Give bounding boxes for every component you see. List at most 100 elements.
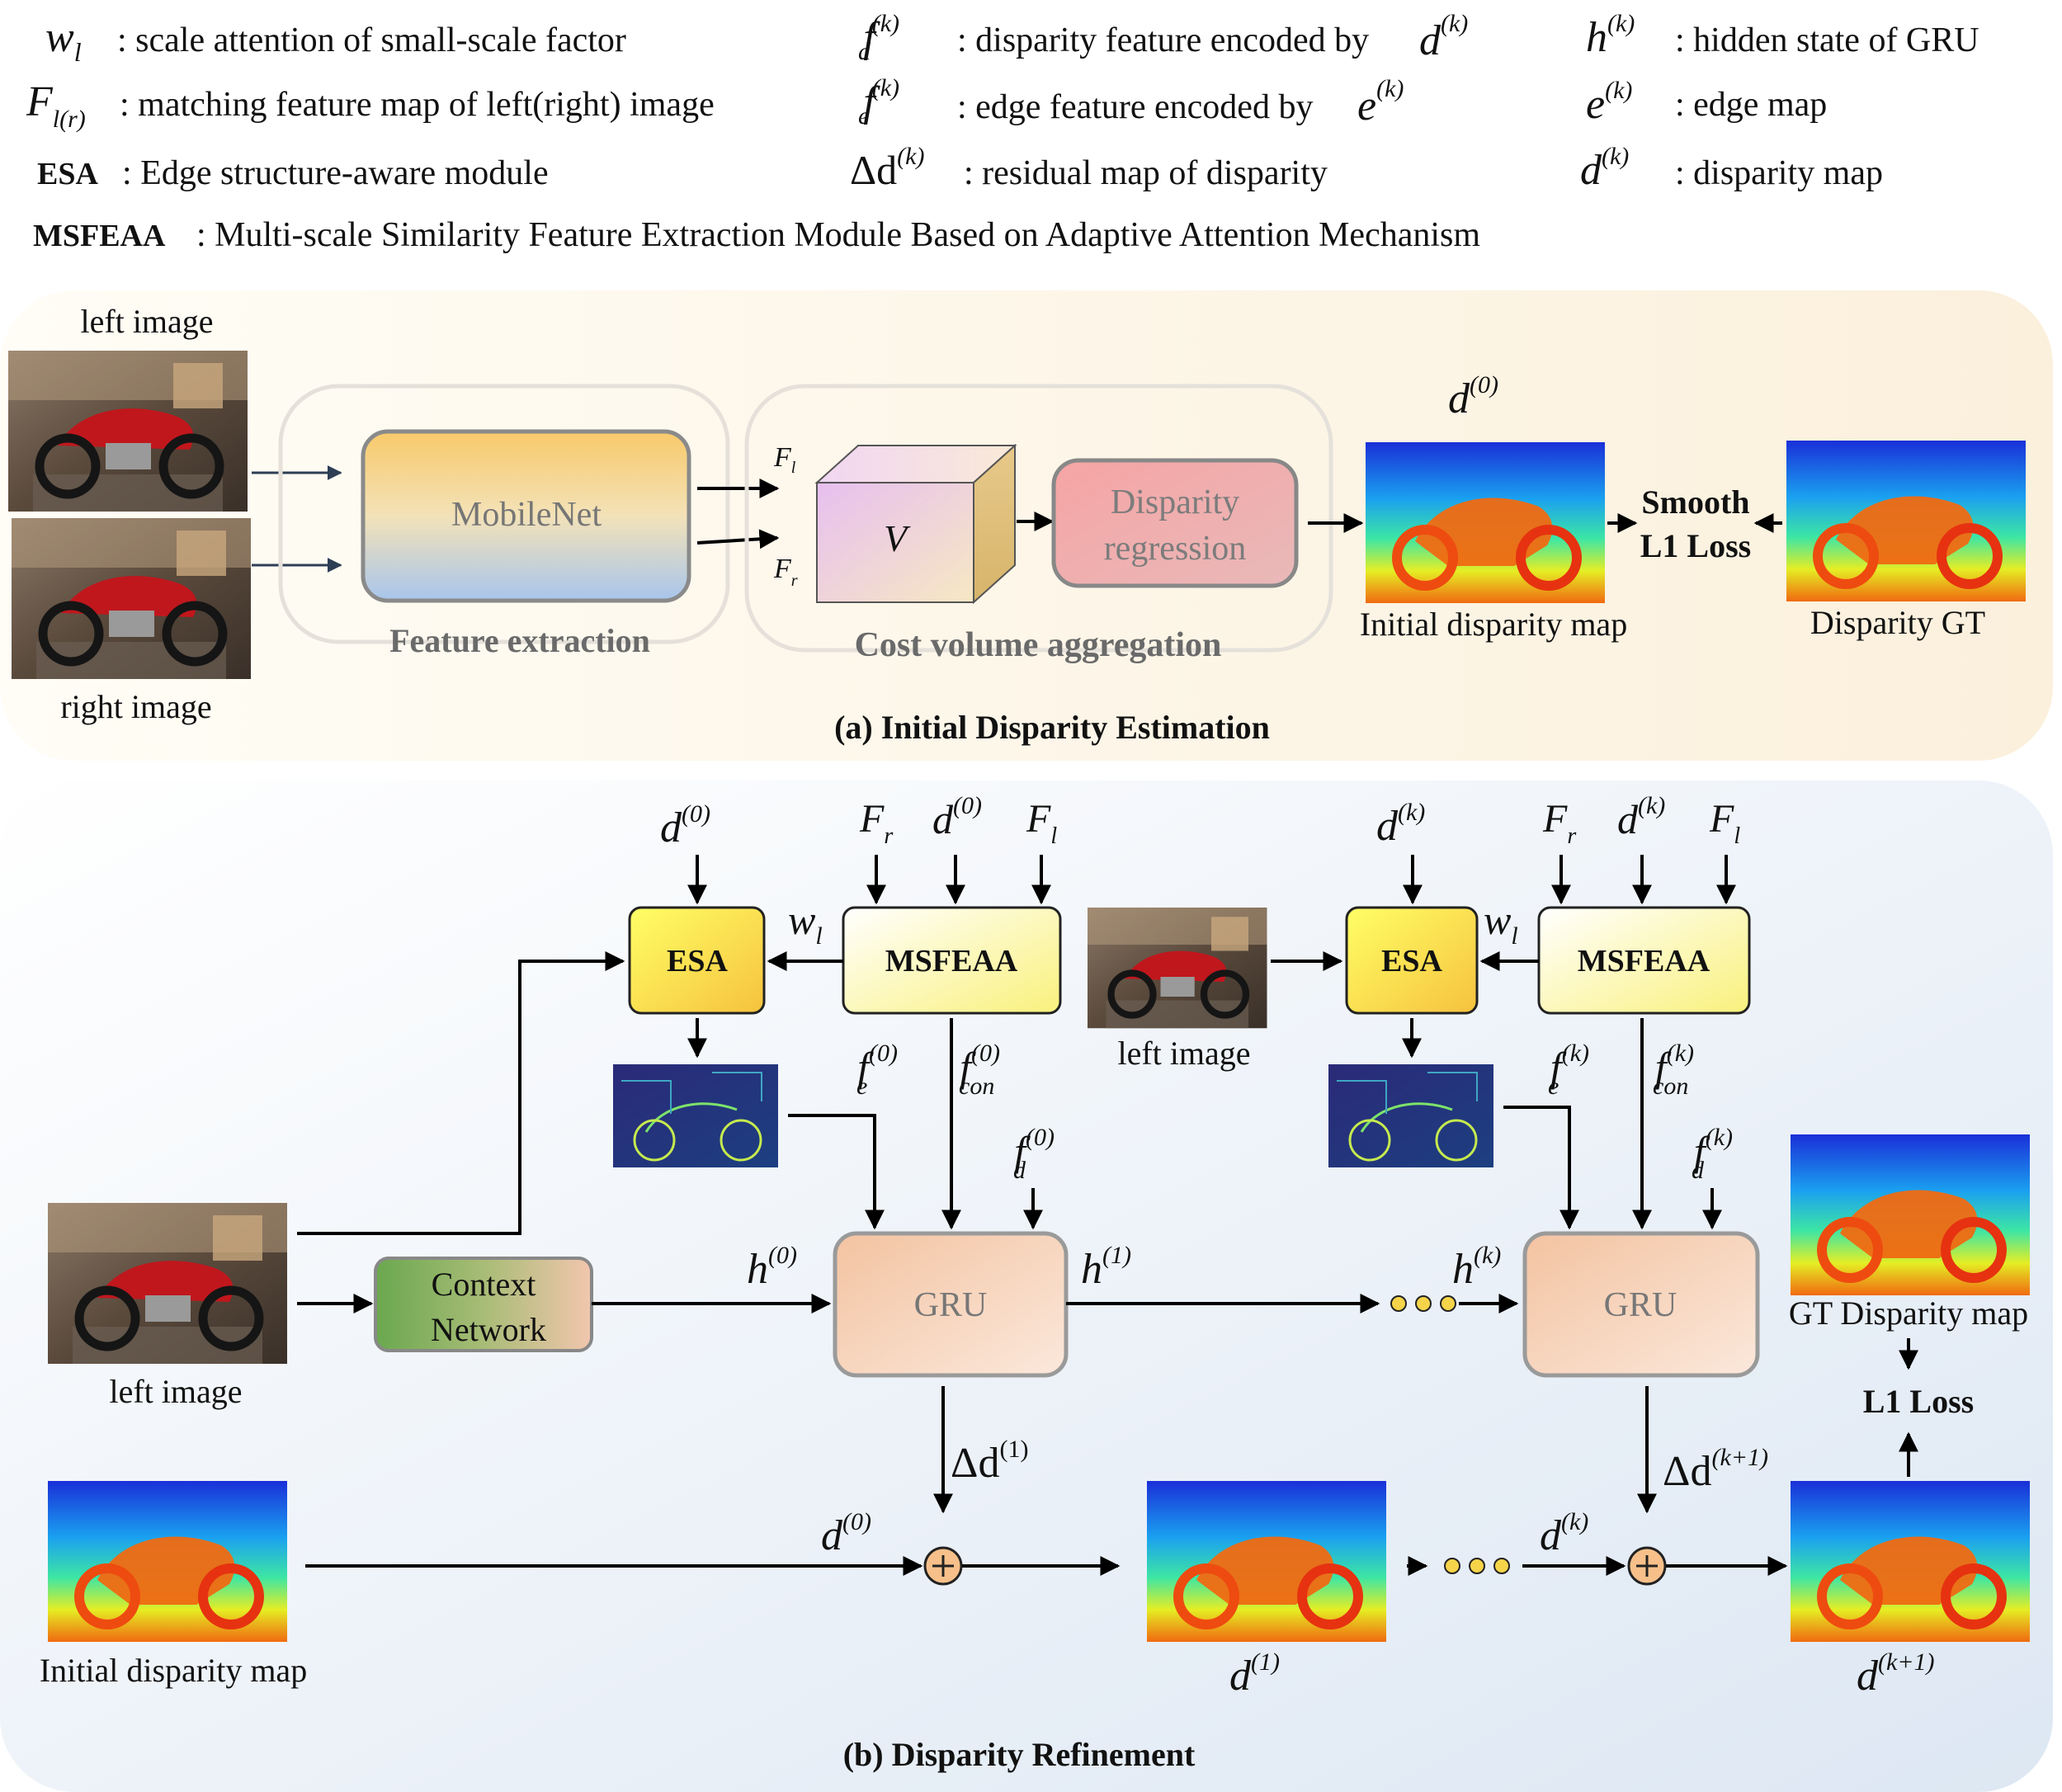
d1-label-sup: (1)	[1251, 1648, 1280, 1676]
legend-fd-tail: d	[1419, 17, 1442, 64]
iter0-fd-sub: d	[1013, 1157, 1026, 1184]
svg-text:Δd(k): Δd(k)	[850, 143, 924, 193]
legend: wl : scale attention of small-scale fact…	[26, 10, 1979, 254]
disparity-ellipsis	[1444, 1558, 1510, 1574]
add-operator-iter0	[923, 1546, 963, 1586]
iter0-wl-sub: l	[815, 922, 822, 950]
h1-sup: (1)	[1102, 1242, 1131, 1269]
legend-flr-desc: : matching feature map of left(right) im…	[120, 86, 715, 124]
iterk-fcon-sup: (k)	[1667, 1040, 1694, 1067]
disparity-regression-label-2: regression	[1104, 530, 1247, 568]
legend-hk-symbol: h	[1586, 14, 1607, 61]
context-network-label-1: Context	[432, 1266, 536, 1303]
arrow-leftimage-to-esa	[297, 951, 625, 1235]
cost-volume-label: Cost volume aggregation	[855, 626, 1222, 664]
panel-initial-disparity: left image right image MobileNet Feature…	[0, 290, 2053, 761]
edge-map-iterk	[1327, 1063, 1495, 1169]
fl-sub: l	[791, 459, 796, 477]
iterk-fd-sup: (k)	[1706, 1124, 1733, 1151]
arrow-fr	[696, 529, 780, 549]
legend-ek-desc: : edge map	[1675, 86, 1827, 124]
legend-dd-sup: (k)	[897, 143, 924, 170]
disparity-regression-block	[1051, 458, 1299, 588]
svg-text:f(k)d: f(k)d	[858, 10, 899, 65]
initial-disparity-map-b-label: Initial disparity map	[40, 1652, 307, 1689]
gt-disparity-image-b	[1791, 1134, 2030, 1295]
disparity-gt-label: Disparity GT	[1810, 604, 1985, 641]
legend-wl-desc: : scale attention of small-scale factor	[117, 21, 626, 59]
svg-text:d(k): d(k)	[1419, 10, 1468, 64]
svg-text:d(k): d(k)	[1580, 143, 1629, 194]
legend-hk-desc: : hidden state of GRU	[1675, 21, 1979, 59]
bottom-d0-sup: (0)	[842, 1508, 871, 1535]
left-image-iterk	[1088, 908, 1267, 1028]
esa-block-iterk	[1345, 906, 1479, 1015]
panel-a-background	[0, 290, 2053, 761]
legend-wl-sub: l	[74, 37, 82, 67]
svg-text:e(k): e(k)	[1586, 77, 1632, 128]
left-image-context	[48, 1203, 287, 1364]
feature-extraction-group	[278, 384, 730, 644]
legend-fd-tailsup: (k)	[1441, 10, 1468, 37]
feature-extraction-label: Feature extraction	[389, 622, 650, 659]
iterk-fl-sub: l	[1734, 823, 1740, 849]
cost-volume-group	[744, 384, 1333, 653]
fl-label: F	[773, 442, 792, 473]
disparity-gt-image	[1786, 441, 2026, 601]
gru-label-iter0: GRU	[914, 1286, 988, 1324]
hidden-state-ellipsis	[1390, 1295, 1456, 1312]
svg-text:Fr: Fr	[773, 554, 798, 590]
iterk-fe-sub: e	[1548, 1073, 1559, 1100]
svg-text:wl: wl	[45, 14, 82, 67]
svg-text:Fr: Fr	[859, 797, 893, 849]
gru-block-iterk	[1522, 1231, 1760, 1378]
iter0-fcon-sub: con	[959, 1073, 994, 1100]
disparity-regression-label-1: Disparity	[1111, 483, 1239, 521]
iterk-esa-d-sup: (k)	[1398, 799, 1425, 826]
iter0-fd-sup: (0)	[1026, 1124, 1055, 1151]
fr-sub: r	[791, 572, 798, 590]
legend-dk-sup: (k)	[1602, 143, 1629, 170]
iter0-fe-sub: e	[856, 1073, 867, 1100]
esa-label-iterk: ESA	[1381, 944, 1442, 979]
mobilenet-label: MobileNet	[451, 496, 602, 534]
esa-block-iter0	[628, 906, 766, 1015]
panel-b-caption: (b) Disparity Refinement	[843, 1736, 1196, 1773]
legend-dk-symbol: d	[1580, 147, 1602, 194]
iter0-fl-sub: l	[1050, 823, 1057, 849]
arrow-edge-to-gru-iter0	[788, 1114, 885, 1230]
legend-fd-sub: d	[858, 38, 871, 65]
legend-dk-desc: : disparity map	[1675, 154, 1883, 192]
legend-dd-desc: : residual map of disparity	[964, 154, 1328, 192]
l1-loss-label: L1 Loss	[1863, 1383, 1975, 1420]
iter0-fe-sup: (0)	[869, 1040, 898, 1067]
svg-text:f(k)e: f(k)e	[858, 74, 899, 130]
left-image-label: left image	[80, 303, 213, 340]
panel-disparity-refinement: d(0) Fr d(0) Fl ESA MSFEAA wl f(0)e f(0)…	[0, 780, 2053, 1792]
panel-a-d0: d	[1448, 375, 1470, 422]
right-image-label: right image	[60, 688, 211, 725]
left-image-iterk-label: left image	[1117, 1035, 1250, 1072]
msfeaa-label-iterk: MSFEAA	[1578, 944, 1710, 979]
legend-fd-desc: : disparity feature encoded by	[957, 21, 1369, 59]
dk1-label-sup: (k+1)	[1878, 1648, 1935, 1676]
left-image-context-label: left image	[109, 1373, 242, 1410]
svg-text:d(0): d(0)	[1448, 371, 1498, 422]
legend-msfeaa-symbol: MSFEAA	[33, 219, 166, 253]
msfeaa-label-iter0: MSFEAA	[885, 944, 1018, 979]
left-image-thumbnail	[8, 351, 248, 512]
legend-ek-symbol: e	[1586, 81, 1605, 128]
edge-map-iter0	[611, 1063, 780, 1169]
legend-esa-desc: : Edge structure-aware module	[122, 154, 549, 192]
panel-a-caption: (a) Initial Disparity Estimation	[834, 709, 1270, 746]
svg-text:e(k): e(k)	[1357, 75, 1404, 130]
svg-text:d(k): d(k)	[1540, 1508, 1588, 1559]
legend-fe-sup: (k)	[872, 74, 899, 101]
legend-fe-desc: : edge feature encoded by	[957, 88, 1313, 126]
legend-fe-tail: e	[1357, 83, 1376, 130]
gt-disparity-map-b-label: GT Disparity map	[1789, 1294, 2028, 1332]
mobilenet-block	[361, 429, 691, 603]
initial-disparity-map-label: Initial disparity map	[1360, 606, 1627, 643]
legend-fd-sup: (k)	[872, 10, 899, 37]
